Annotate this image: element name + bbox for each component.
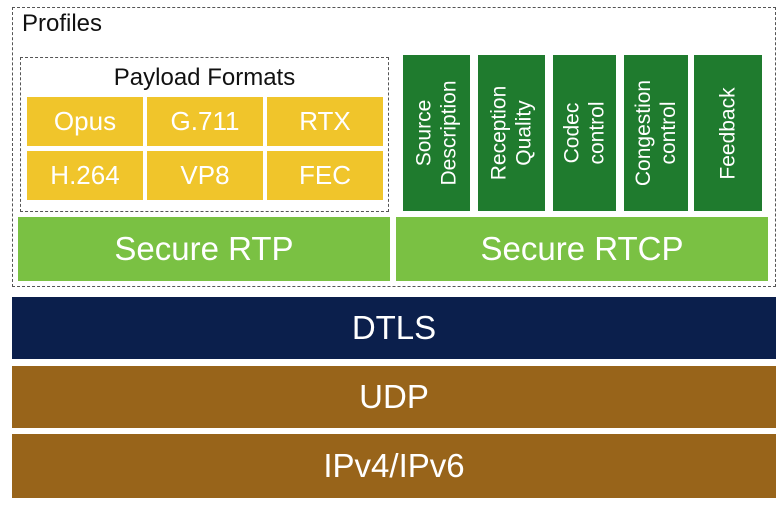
- codec-h264: H.264: [27, 151, 143, 200]
- rtcp-source-description: Source Description: [403, 55, 470, 211]
- rtcp-label-line: Description: [437, 80, 461, 186]
- rtcp-label-line: control: [585, 101, 609, 165]
- secure-rtcp: Secure RTCP: [396, 217, 768, 281]
- layer-udp: UDP: [12, 366, 776, 428]
- profiles-title: Profiles: [22, 10, 103, 37]
- rtcp-label-line: Congestion: [632, 79, 655, 187]
- codec-vp8: VP8: [147, 151, 263, 200]
- rtcp-label-line: Codec: [560, 102, 584, 164]
- payload-formats-frame: [20, 57, 389, 212]
- codec-opus: Opus: [27, 97, 143, 146]
- rtcp-label-line: Reception: [487, 85, 511, 181]
- rtcp-label-line: Quality: [512, 100, 536, 166]
- rtcp-label-line: Source: [412, 99, 436, 167]
- rtcp-codec-control: Codec control: [553, 55, 616, 211]
- codec-g711: G.711: [147, 97, 263, 146]
- rtcp-feedback: Feedback: [694, 55, 762, 211]
- layer-ip: IPv4/IPv6: [12, 434, 776, 498]
- rtcp-label-line: Feedback: [716, 86, 740, 180]
- layer-dtls: DTLS: [12, 297, 776, 359]
- codec-fec: FEC: [267, 151, 383, 200]
- profiles-frame: [12, 7, 776, 287]
- rtcp-reception-quality: Reception Quality: [478, 55, 545, 211]
- rtcp-congestion-control: Congestion control: [624, 55, 688, 211]
- rtcp-label-line: control: [657, 101, 680, 165]
- payload-formats-title: Payload Formats: [113, 64, 296, 91]
- secure-rtp: Secure RTP: [18, 217, 390, 281]
- codec-rtx: RTX: [267, 97, 383, 146]
